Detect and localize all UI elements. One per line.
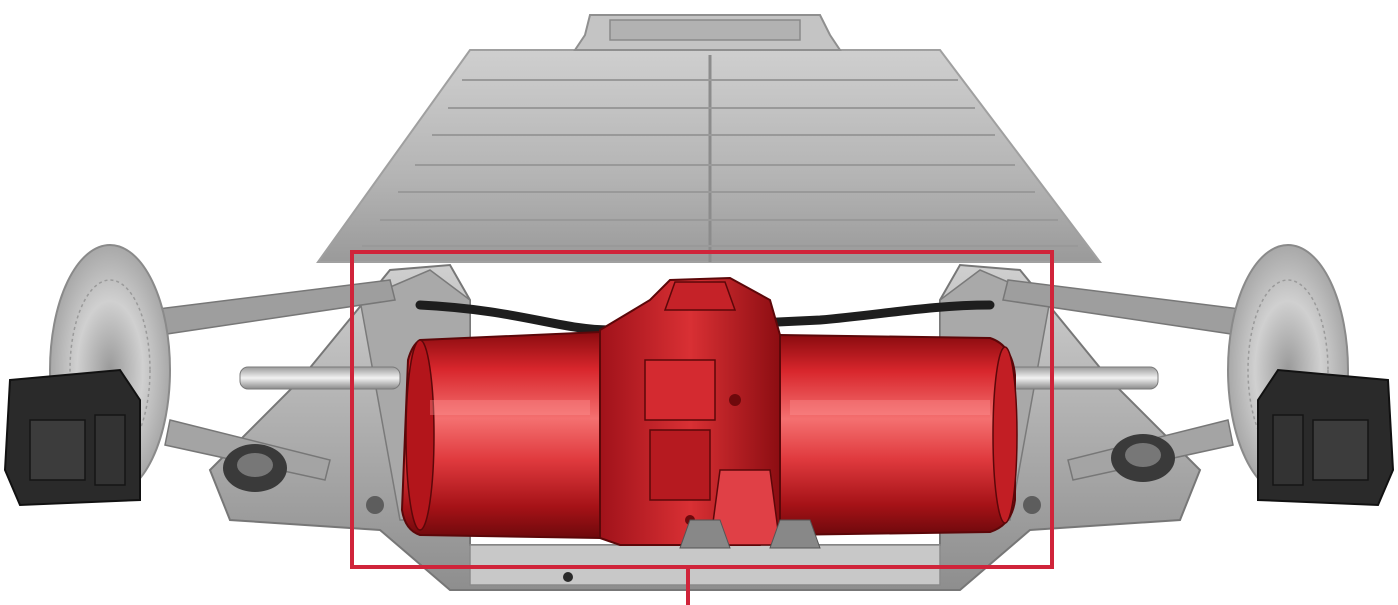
battery-pack-icon xyxy=(316,14,1103,263)
brake-caliper-icon xyxy=(3,368,141,507)
right-suspension xyxy=(997,279,1250,482)
left-suspension xyxy=(148,279,401,492)
brake-caliper-icon xyxy=(1257,368,1395,507)
highlight-box xyxy=(350,250,1054,605)
motor-icon xyxy=(400,276,1018,549)
